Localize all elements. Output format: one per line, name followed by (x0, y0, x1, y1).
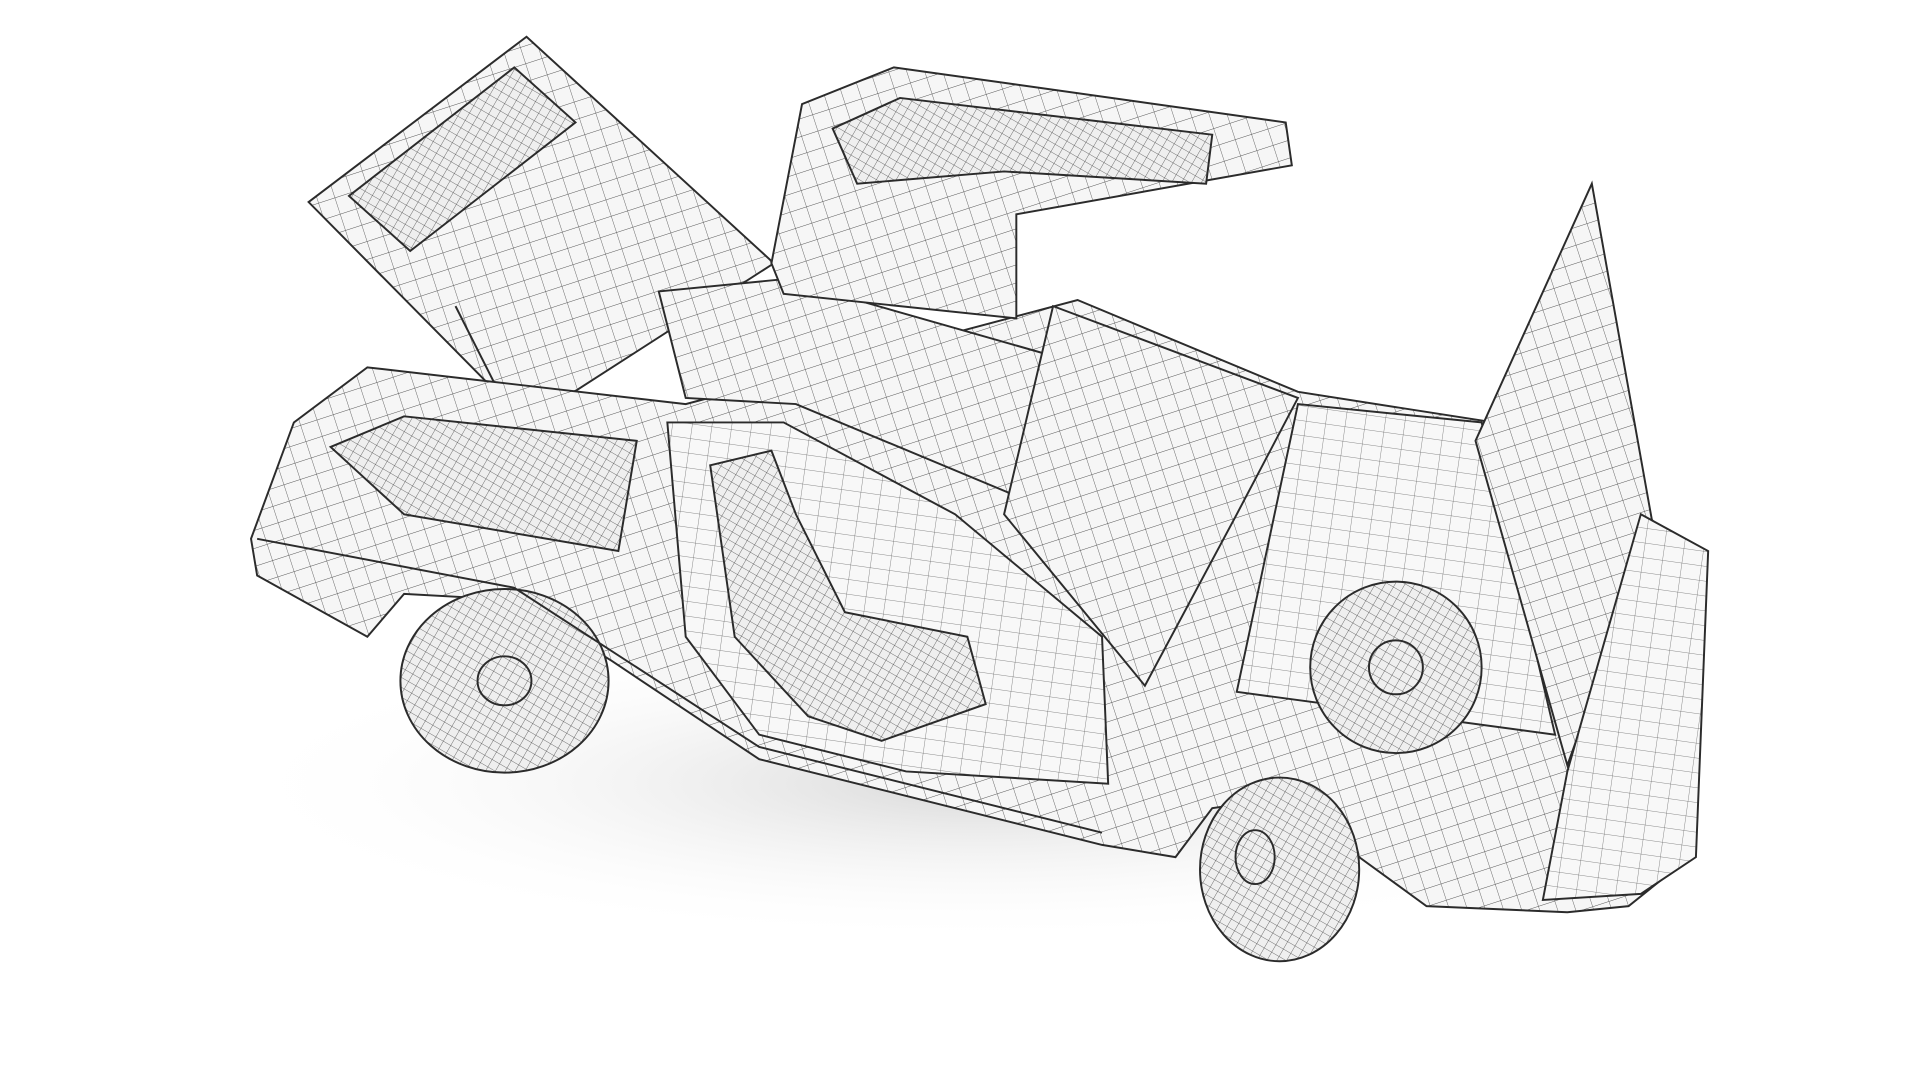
spare-tire-hub (1368, 639, 1424, 696)
gullwing-door-right (770, 66, 1293, 320)
rear-louvers (347, 66, 578, 253)
rear-wheel (399, 588, 610, 774)
front-bumper (1541, 512, 1710, 902)
windshield (1003, 304, 1300, 688)
spare-tire (1309, 580, 1483, 755)
rear-quarter-glass (328, 415, 638, 553)
door-inner-panel (831, 96, 1214, 185)
body-side-line (256, 537, 1103, 834)
driver-seat (709, 449, 987, 742)
front-wheel (1199, 776, 1361, 963)
